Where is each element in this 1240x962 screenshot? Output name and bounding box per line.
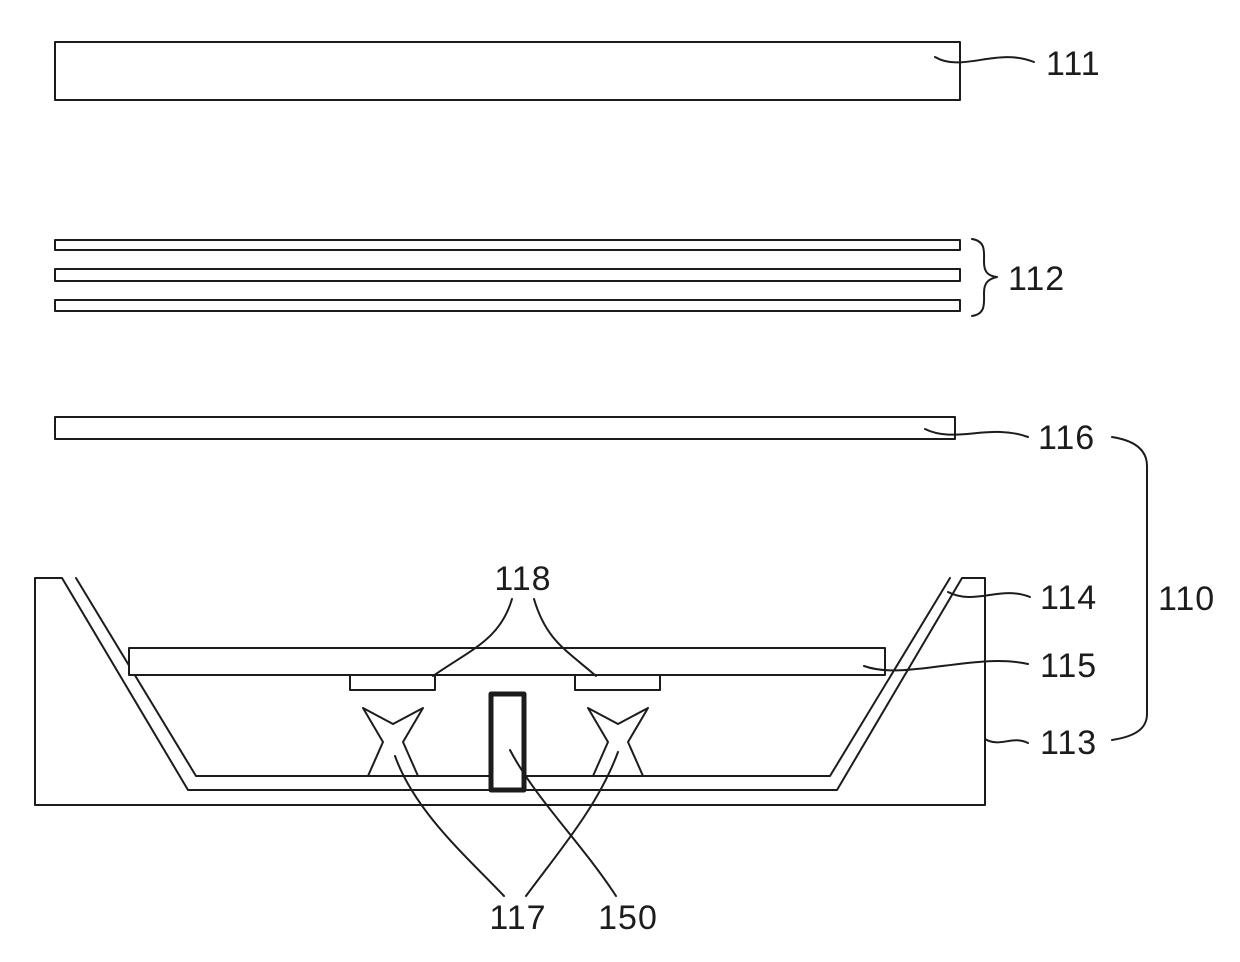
leader-118-right: [533, 598, 597, 677]
leader-117-right: [525, 751, 619, 897]
leader-113: [984, 738, 1029, 744]
bracket-110: [1111, 436, 1148, 741]
label-116: 116: [1038, 419, 1095, 457]
sheet-112-middle: [54, 268, 961, 282]
chassis-113-outline: [34, 577, 986, 806]
sheet-112-bottom: [54, 299, 961, 312]
label-111: 111: [1046, 45, 1101, 83]
figure-linework: [34, 41, 1148, 897]
label-113: 113: [1040, 724, 1097, 762]
leader-150: [509, 749, 617, 897]
package-118-right: [574, 674, 661, 691]
leader-111: [934, 56, 1035, 64]
label-110: 110: [1158, 580, 1215, 618]
leader-118-left: [432, 598, 513, 677]
leader-114: [947, 591, 1031, 598]
sheet-112-top: [54, 239, 961, 251]
figure-labels: 111 112 116 110 114 115 113 118 117 150: [489, 45, 1215, 937]
label-114: 114: [1040, 579, 1097, 617]
label-115: 115: [1040, 647, 1097, 685]
leader-116: [924, 428, 1029, 438]
label-117: 117: [489, 899, 546, 937]
leader-115: [863, 660, 1029, 672]
brace-112: [971, 238, 998, 317]
holder-117-left: [362, 707, 424, 777]
support-150-rect: [488, 691, 527, 793]
panel-111-rect: [54, 41, 961, 101]
label-150: 150: [598, 899, 658, 937]
board-115-rect: [128, 647, 886, 676]
label-112: 112: [1008, 260, 1065, 298]
package-118-left: [349, 674, 436, 691]
label-118: 118: [494, 560, 551, 598]
holder-117-right: [587, 707, 649, 777]
leader-117-left: [394, 755, 505, 897]
plate-116-rect: [54, 416, 956, 440]
